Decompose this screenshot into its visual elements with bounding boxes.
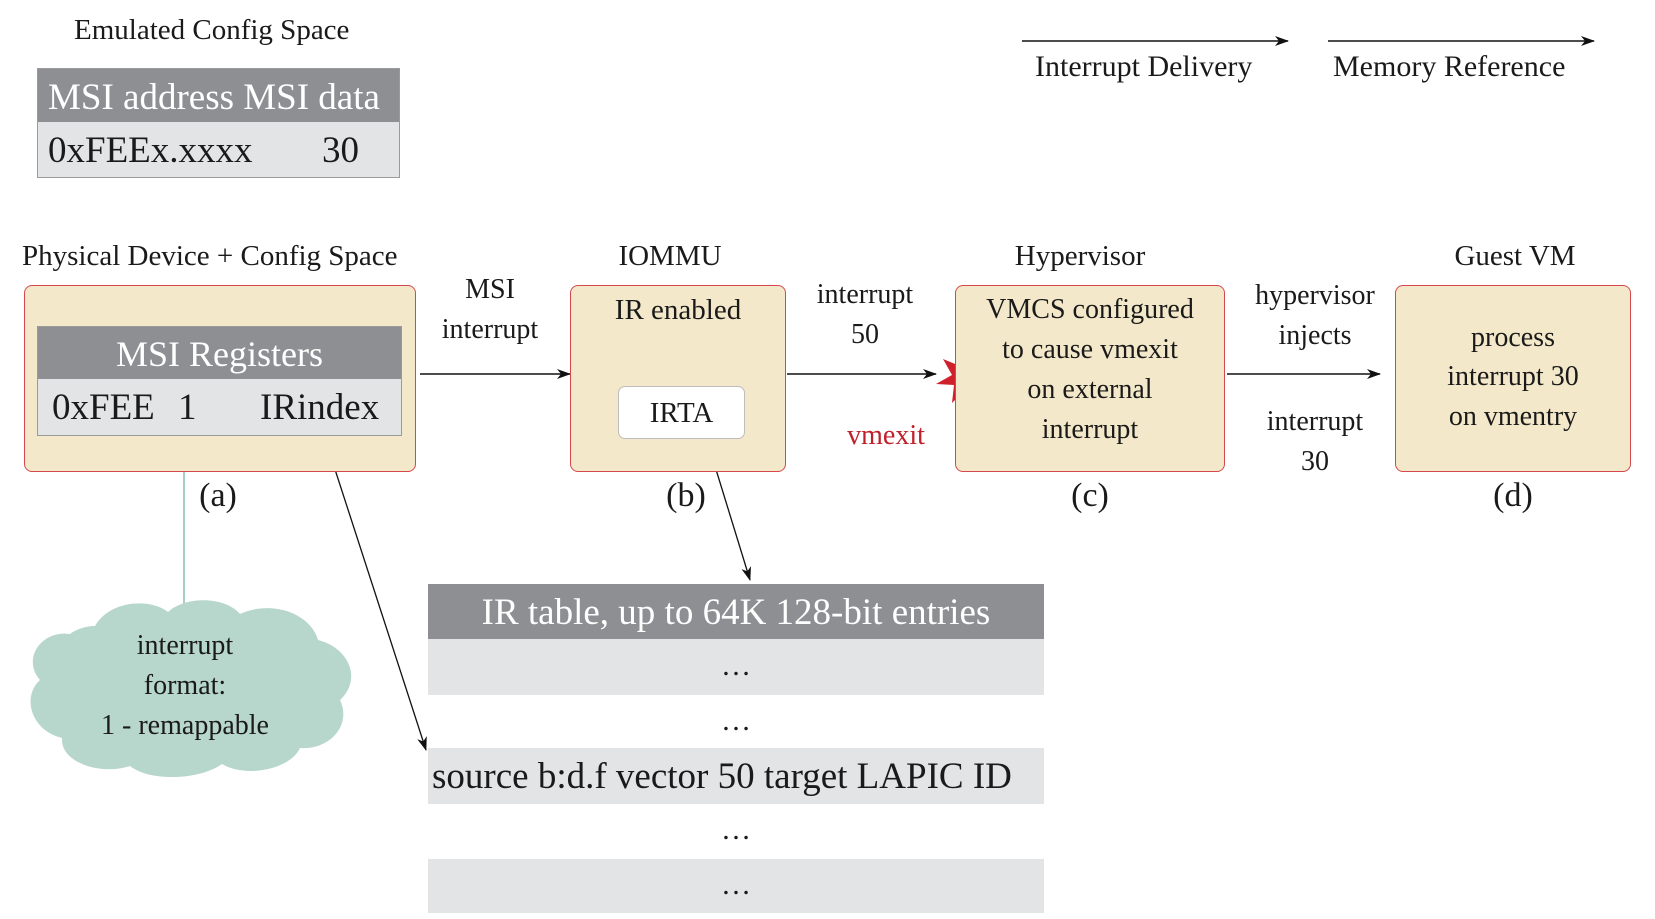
emulated-msi-address: 0xFEEx.xxxx (48, 130, 253, 171)
guest-label: (d) (1493, 477, 1533, 514)
ir-table-header: IR table, up to 64K 128-bit entries (428, 584, 1044, 639)
guest-line-1: process (1471, 322, 1555, 353)
hypervisor-line-1: VMCS configured (986, 294, 1194, 325)
edge-cd-line-1: hypervisor (1255, 280, 1375, 311)
ir-table-ellipsis-4: … (721, 813, 751, 846)
ir-table-row-1: … (428, 639, 1044, 695)
msi-registers-title: MSI Registers (116, 334, 323, 374)
guest-line-2: interrupt 30 (1447, 361, 1579, 392)
emulated-config-title: Emulated Config Space (74, 14, 350, 46)
guest-box (1395, 285, 1631, 472)
ir-table-row-5: … (428, 859, 1044, 913)
ir-table-entry-row: source b:d.f vector 50 target LAPIC ID (428, 748, 1044, 804)
hypervisor-line-2: to cause vmexit (1002, 334, 1178, 365)
edge-bc-line-1: interrupt (816, 279, 914, 310)
emulated-config-header-text: MSI address MSI data (48, 77, 380, 118)
edge-bc-line-2: 50 (851, 319, 879, 350)
device-title: Physical Device + Config Space (22, 240, 398, 272)
iommu-box (570, 285, 786, 472)
msi-registers-header: MSI Registers (38, 327, 401, 379)
emulated-config-row: 0xFEEx.xxxx 30 (38, 122, 399, 177)
cloud-shape (30, 600, 352, 778)
msi-reg-format-bit: 1 (178, 387, 197, 428)
cloud-line-2: format: (143, 670, 227, 701)
arrow-irindex-to-entry (317, 416, 427, 751)
legend-interrupt-delivery: Interrupt Delivery (1035, 50, 1253, 83)
edge-ab-line-2: interrupt (441, 314, 539, 345)
cloud-line-3: 1 - remappable (101, 710, 269, 741)
hypervisor-line-3: on external (1027, 374, 1153, 405)
msi-reg-irindex: IRindex (260, 387, 380, 428)
ir-table-row-2: … (428, 695, 1044, 748)
ir-table-title: IR table, up to 64K 128-bit entries (481, 592, 991, 633)
guest-title: Guest VM (1454, 240, 1576, 272)
iommu-label: (b) (666, 477, 706, 514)
edge-cd-line-4: 30 (1301, 446, 1329, 477)
iommu-ir-enabled: IR enabled (614, 294, 742, 326)
legend-memory-reference: Memory Reference (1333, 50, 1566, 83)
irta-register: IRTA (618, 386, 745, 439)
irta-label: IRTA (649, 397, 714, 429)
edge-cd-line-2: injects (1278, 320, 1352, 351)
msi-registers: MSI Registers 0xFEE 1 IRindex (37, 326, 402, 436)
ir-table-ellipsis-5: … (721, 868, 751, 901)
hypervisor-label: (c) (1071, 477, 1109, 514)
ir-table-row-4: … (428, 804, 1044, 859)
vmexit-label: vmexit (847, 420, 925, 451)
hypervisor-line-4: interrupt (1041, 414, 1139, 445)
ir-table-entry: source b:d.f vector 50 target LAPIC ID (432, 756, 1012, 797)
guest-line-3: on vmentry (1448, 401, 1578, 432)
emulated-config-header: MSI address MSI data (38, 69, 399, 122)
ir-table-ellipsis-1: … (721, 649, 751, 682)
edge-ab-line-1: MSI (465, 274, 515, 305)
emulated-config-table: MSI address MSI data 0xFEEx.xxxx 30 (37, 68, 400, 178)
iommu-title: IOMMU (618, 240, 722, 272)
emulated-msi-data: 30 (322, 130, 359, 171)
ir-table-ellipsis-2: … (721, 704, 751, 737)
cloud-line-1: interrupt (136, 630, 234, 661)
edge-cd-line-3: interrupt (1266, 406, 1364, 437)
hypervisor-box (955, 285, 1225, 472)
msi-reg-address: 0xFEE (52, 387, 155, 428)
device-label: (a) (199, 477, 237, 514)
hypervisor-title: Hypervisor (1014, 240, 1146, 272)
msi-registers-row: 0xFEE 1 IRindex (38, 379, 401, 435)
